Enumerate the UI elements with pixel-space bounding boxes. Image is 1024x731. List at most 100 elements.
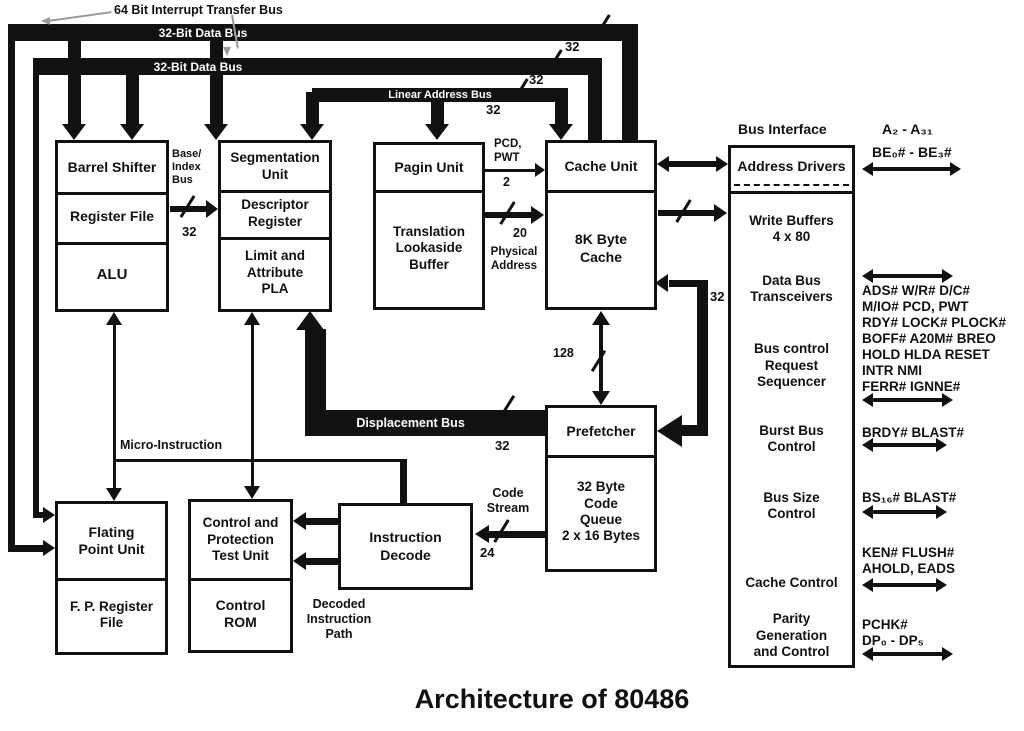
tlb-label: Translation Lookaside Buffer bbox=[392, 223, 465, 272]
transceiver-cache-line bbox=[669, 280, 705, 287]
arrowhead-right bbox=[206, 200, 218, 218]
arrowhead-down bbox=[244, 486, 260, 499]
width-label: 2 bbox=[503, 175, 510, 189]
cache-control-label: Cache Control bbox=[745, 574, 838, 590]
arrowhead-down bbox=[300, 124, 324, 140]
data-bus-1-label: 32-Bit Data Bus bbox=[158, 25, 248, 40]
diagram-title: Architecture of 80486 bbox=[414, 684, 690, 714]
bus-drop bbox=[68, 40, 81, 126]
bus-control-sequencer-label: Bus control Request Sequencer bbox=[753, 341, 829, 390]
cache-unit-label: Cache Unit bbox=[564, 157, 638, 174]
width-label: 32 bbox=[710, 289, 725, 304]
base-index-arrow-line bbox=[170, 206, 206, 212]
arrowhead-right bbox=[535, 163, 545, 177]
signal-arrow-line bbox=[873, 583, 937, 587]
arrowhead-down bbox=[425, 124, 449, 140]
paging-unit-box: Pagin Unit Translation Lookaside Buffer bbox=[373, 142, 485, 310]
pcd-arrow-line bbox=[485, 169, 535, 172]
signal-cache-2: AHOLD, EADS bbox=[862, 561, 956, 576]
interrupt-bus-label: 64 Bit Interrupt Transfer Bus bbox=[114, 3, 283, 17]
decode-cptu-line bbox=[305, 558, 338, 565]
arrowhead-left bbox=[862, 162, 873, 176]
decoded-instruction-path-label: Decoded Instruction Path bbox=[306, 597, 372, 641]
alu-fpu-line bbox=[113, 324, 116, 489]
signal-address-lines: A₂ - A₃₁ bbox=[882, 121, 933, 137]
linear-bus-left-arm bbox=[306, 92, 319, 126]
signal-arrow-line bbox=[873, 398, 943, 402]
register-file-label: Register File bbox=[69, 208, 155, 225]
instruction-decode-box: Instruction Decode bbox=[338, 503, 473, 590]
prefetcher-box: Prefetcher 32 Byte Code Queue 2 x 16 Byt… bbox=[545, 405, 657, 572]
bus-interface-title: Bus Interface bbox=[738, 121, 827, 137]
arrowhead-down bbox=[204, 124, 228, 140]
cache-8k-label: 8K Byte Cache bbox=[574, 231, 628, 265]
cache-addr-line bbox=[669, 161, 717, 167]
parity-generation-label: Parity Generation and Control bbox=[753, 611, 830, 660]
arrowhead-left-big bbox=[657, 415, 682, 447]
descriptor-register-label: Descriptor Register bbox=[241, 197, 309, 229]
code-queue-label: 32 Byte Code Queue 2 x 16 Bytes bbox=[561, 479, 641, 544]
arrowhead-right bbox=[942, 269, 953, 283]
prefetcher-label: Prefetcher bbox=[566, 422, 636, 439]
arrowhead-down bbox=[106, 488, 122, 501]
bus-size-control-label: Bus Size Control bbox=[763, 489, 820, 521]
width-label: 128 bbox=[553, 346, 574, 360]
fpu-box: Flating Point Unit F. P. Register File bbox=[55, 501, 168, 655]
arrowhead-up bbox=[106, 312, 122, 325]
width-label: 32 bbox=[565, 39, 580, 54]
arrowhead-right bbox=[936, 505, 947, 519]
cache-unit-box: Cache Unit 8K Byte Cache bbox=[545, 140, 657, 310]
cptu-label: Control and Protection Test Unit bbox=[202, 515, 279, 564]
arrowhead-up bbox=[244, 312, 260, 325]
linear-address-bus-label: Linear Address Bus bbox=[388, 89, 492, 101]
signal-arrow-line bbox=[873, 443, 937, 447]
arrowhead-left bbox=[862, 393, 873, 407]
arrowhead-right bbox=[942, 393, 953, 407]
barrel-shifter-box: Barrel Shifter Register File ALU bbox=[55, 140, 169, 312]
bus-drop bbox=[210, 40, 223, 126]
alu-label: ALU bbox=[96, 266, 128, 284]
bus-drop bbox=[126, 74, 139, 126]
data-bus-1-left-arm bbox=[8, 26, 15, 552]
linear-bus-right-arm bbox=[555, 100, 568, 126]
displacement-bus-label: Displacement Bus bbox=[356, 416, 465, 430]
arrowhead-right bbox=[43, 540, 55, 556]
data-bus-2-bar: 32-Bit Data Bus bbox=[33, 58, 602, 75]
burst-bus-control-label: Burst Bus Control bbox=[759, 422, 824, 454]
arrowhead-left bbox=[475, 525, 489, 543]
cptu-box: Control and Protection Test Unit Control… bbox=[188, 499, 293, 653]
signal-parity-1: PCHK# bbox=[862, 617, 908, 632]
data-bus-transceivers-label: Data Bus Transceivers bbox=[750, 272, 833, 304]
signal-control-7: FERR# IGNNE# bbox=[862, 379, 961, 394]
signal-arrow-line bbox=[873, 510, 937, 514]
arrowhead-left bbox=[862, 438, 873, 452]
barrel-shifter-label: Barrel Shifter bbox=[67, 158, 157, 175]
code-stream-line bbox=[488, 531, 545, 538]
prefetch-feed-vline bbox=[697, 280, 708, 432]
data-bus-1-fpu-line bbox=[8, 545, 46, 552]
signal-control-6: INTR NMI bbox=[862, 363, 922, 378]
signal-bus-size: BS₁₆# BLAST# bbox=[862, 490, 957, 505]
arrowhead-down bbox=[592, 391, 610, 405]
segmentation-unit-box: Segmentation Unit Descriptor Register Li… bbox=[218, 140, 332, 312]
signal-parity-2: DP₀ - DP₅ bbox=[862, 633, 924, 648]
pcd-pwt-label: PCD, PWT bbox=[494, 138, 522, 164]
arrowhead-down-gray bbox=[223, 47, 231, 56]
arrowhead-right bbox=[531, 206, 544, 224]
linear-address-bus-bar: Linear Address Bus bbox=[312, 88, 568, 102]
arrowhead-left bbox=[862, 578, 873, 592]
prefetch-feed-hline bbox=[682, 425, 708, 436]
signal-arrow-line bbox=[873, 274, 943, 278]
micro-instruction-label: Micro-Instruction bbox=[120, 438, 223, 452]
arrowhead-right bbox=[950, 162, 961, 176]
signal-arrow-line bbox=[873, 652, 943, 656]
signal-control-2: M/IO# PCD, PWT bbox=[862, 299, 969, 314]
arrowhead-right bbox=[936, 578, 947, 592]
limit-attribute-pla-label: Limit and Attribute PLA bbox=[245, 248, 305, 297]
write-buffers-label: Write Buffers 4 x 80 bbox=[749, 212, 834, 244]
callout-line bbox=[47, 11, 112, 22]
pla-cptu-line bbox=[251, 324, 254, 486]
arrowhead-down bbox=[62, 124, 86, 140]
signal-byte-enables: BE₀# - BE₃# bbox=[872, 144, 952, 160]
